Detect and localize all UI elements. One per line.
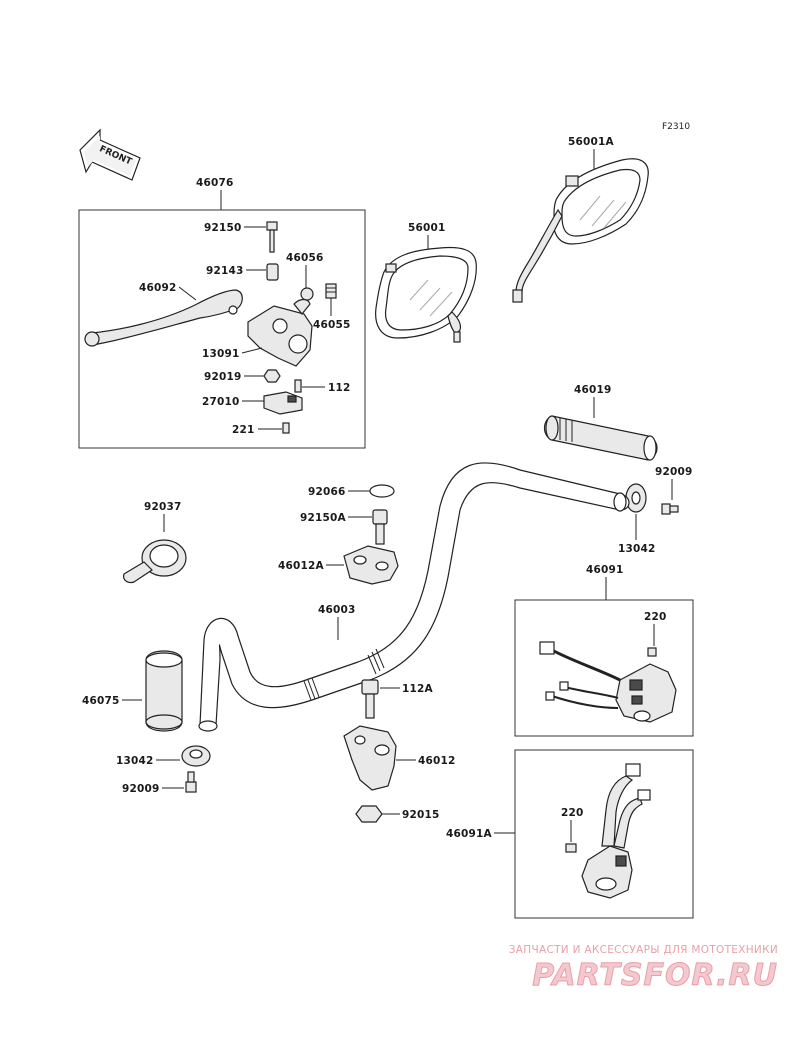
bolt-112A [361,679,379,719]
label-92019: 92019 [204,371,242,383]
watermark: ЗАПЧАСТИ И АКСЕССУАРЫ ДЛЯ МОТОТЕХНИКИ PA… [508,944,778,994]
grip-46075 [145,650,183,732]
label-220-top: 220 [644,611,667,623]
label-13042-bottom: 13042 [116,755,154,767]
grip-46019 [543,415,658,461]
clamp-46012A [343,545,399,585]
nut-92019 [263,369,281,383]
label-46012: 46012 [418,755,456,767]
label-46092: 46092 [139,282,177,294]
handlebar-46003 [198,462,630,732]
label-112A: 112A [402,683,434,695]
nut-46056 [300,287,314,301]
bolt-92150A [372,509,388,545]
screw-92009-top [661,503,679,515]
label-221: 221 [232,424,255,436]
clamp-46012 [343,725,397,791]
switch-box-46091 [514,599,694,737]
label-46075: 46075 [82,695,120,707]
screw-92009-bottom [185,771,197,793]
bar-end-weight-13042-bottom [181,745,211,767]
label-46091A: 46091A [446,828,493,840]
switch-housing-46091 [539,641,677,723]
nut-92015 [355,805,383,823]
label-220-bottom: 220 [561,807,584,819]
holder-13091 [247,298,313,367]
switch-27010 [263,391,303,415]
label-46055: 46055 [313,319,351,331]
switch-housing-46091A [565,763,651,899]
label-112: 112 [328,382,351,394]
label-92143: 92143 [206,265,244,277]
label-92015: 92015 [402,809,440,821]
lever-46092 [87,289,243,345]
label-27010: 27010 [202,396,240,408]
screw-221 [282,422,290,434]
mirror-56001 [375,246,477,343]
label-46012A: 46012A [278,560,325,572]
front-arrow-icon: FRONT [79,128,141,181]
label-92009-bottom: 92009 [122,783,160,795]
label-56001: 56001 [408,222,446,234]
adjuster-46055 [325,283,337,299]
cap-92066 [369,484,395,498]
watermark-tagline: ЗАПЧАСТИ И АКСЕССУАРЫ ДЛЯ МОТОТЕХНИКИ [508,944,778,956]
switch-box-46091A [514,749,694,919]
label-46076: 46076 [196,177,234,189]
label-92150A: 92150A [300,512,347,524]
figure-code: F2310 [662,122,690,132]
label-13042-top: 13042 [618,543,656,555]
watermark-logo: PARTSFOR.RU [532,958,778,994]
label-92037: 92037 [144,501,182,513]
label-92066: 92066 [308,486,346,498]
label-46003: 46003 [318,604,356,616]
clamp-ring-92037 [123,539,187,584]
label-92150: 92150 [204,222,242,234]
label-46019: 46019 [574,384,612,396]
collar-92143 [266,263,279,281]
label-56001A: 56001A [568,136,615,148]
label-46091: 46091 [586,564,624,576]
bar-end-weight-13042-top [625,483,647,513]
lever-assembly-box [78,209,366,449]
bolt-92150 [266,221,278,253]
label-13091: 13091 [202,348,240,360]
mirror-56001A [512,158,649,303]
screw-112 [294,379,302,393]
label-92009-top: 92009 [655,466,693,478]
label-46056: 46056 [286,252,324,264]
